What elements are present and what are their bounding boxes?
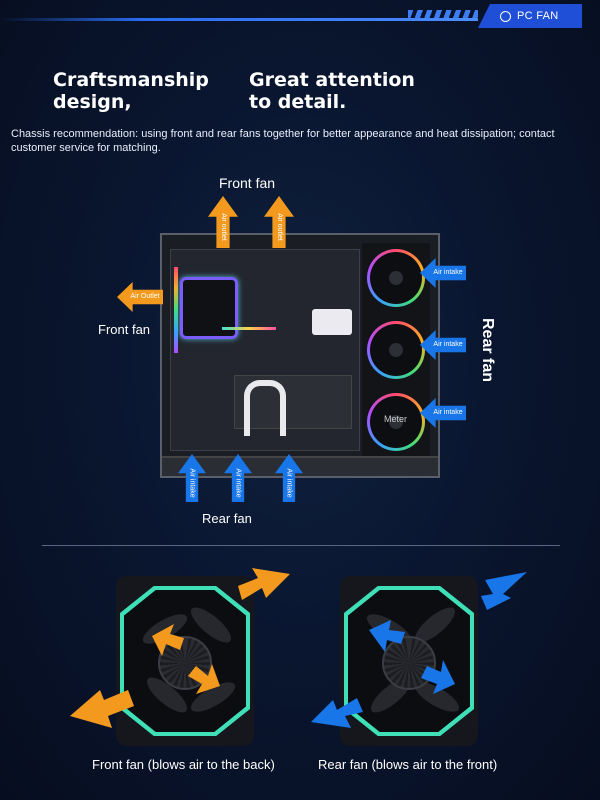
section-divider xyxy=(42,545,560,546)
label-rear-fan-bottom: Rear fan xyxy=(202,511,252,526)
rgb-strip xyxy=(174,267,178,353)
pc-fan-tag-label: PC FAN xyxy=(517,10,559,22)
fan-hub xyxy=(382,636,436,690)
rgb-strip-2 xyxy=(222,327,276,330)
arrow-icon xyxy=(421,660,455,694)
front-fan-arrows xyxy=(70,568,290,728)
arrow-icon xyxy=(188,664,220,694)
arrow-icon xyxy=(369,620,405,652)
arrow-icon xyxy=(70,690,134,728)
arrow-icon xyxy=(311,698,363,728)
arrow-icon xyxy=(238,568,290,600)
fan-brand-label: Meter xyxy=(384,414,408,424)
rear-fan-image xyxy=(340,576,478,746)
side-fan-1 xyxy=(367,249,425,307)
label-front-fan-left: Front fan xyxy=(98,322,151,337)
rear-fan-arrows xyxy=(311,572,527,728)
description: Chassis recommendation: using front and … xyxy=(11,128,555,154)
side-fan-3: Meter xyxy=(367,393,425,451)
rear-fan-caption: Rear fan (blows air to the front) xyxy=(318,757,498,772)
headline-right: Great attention to detail. xyxy=(249,69,415,113)
arrow-icon xyxy=(481,572,527,610)
label-rear-fan-right: Rear fan xyxy=(479,318,496,383)
pc-fan-tag: PC FAN xyxy=(478,4,582,28)
outlet-arrow-left: Air Outlet xyxy=(117,282,163,312)
ram-module xyxy=(312,309,352,335)
label-front-fan-top: Front fan xyxy=(219,175,276,191)
header-line xyxy=(0,18,478,21)
front-fan-caption: Front fan (blows air to the back) xyxy=(92,757,275,772)
headline-left: Craftsmanship design, xyxy=(53,69,209,113)
badge-icon xyxy=(500,10,511,22)
side-fan-panel: Meter xyxy=(362,243,430,465)
header-stripes xyxy=(408,10,478,18)
arrow-icon xyxy=(152,624,184,656)
pc-case-image: Meter xyxy=(160,233,440,478)
side-fan-2 xyxy=(367,321,425,379)
power-cable xyxy=(244,380,286,436)
